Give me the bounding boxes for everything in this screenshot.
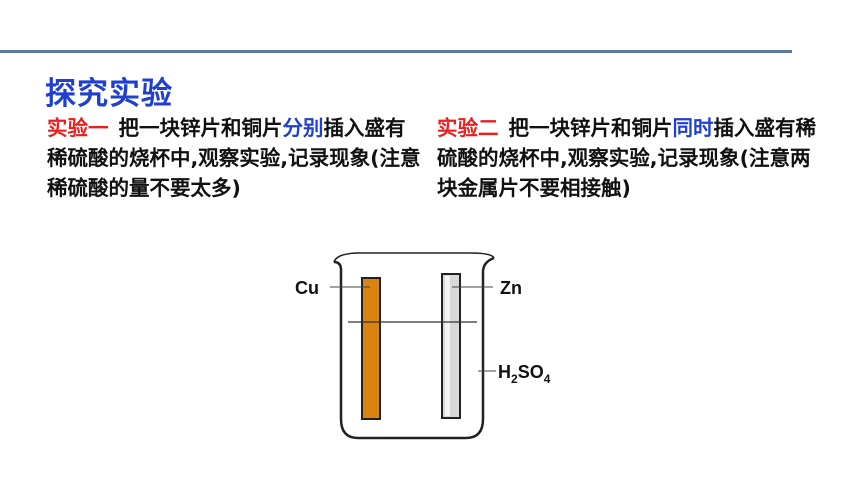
acid-h: H <box>498 362 511 382</box>
experiment-one-text: 实验一把一块锌片和铜片分别插入盛有稀硫酸的烧杯中,观察实验,记录现象(注意稀硫酸… <box>47 113 422 203</box>
zinc-label: Zn <box>500 278 522 298</box>
experiment-one-text-a: 把一块锌片和铜片 <box>118 116 283 140</box>
experiment-two-label: 实验二 <box>437 116 499 140</box>
experiment-two-text: 实验二把一块锌片和铜片同时插入盛有稀硫酸的烧杯中,观察实验,记录现象(注意两块金… <box>437 113 829 203</box>
experiment-two-highlight: 同时 <box>672 116 714 140</box>
experiment-one-label: 实验一 <box>47 116 109 140</box>
copper-label: Cu <box>295 278 319 298</box>
acid-sub-4: 4 <box>544 372 551 386</box>
zinc-electrode <box>441 273 461 419</box>
copper-electrode <box>361 277 381 420</box>
zinc-electrode-highlight <box>445 276 450 416</box>
beaker-rim <box>333 252 495 263</box>
slide-title: 探究实验 <box>45 76 173 112</box>
beaker <box>333 256 495 440</box>
experiment-one-highlight: 分别 <box>282 116 324 140</box>
acid-so: SO <box>518 362 544 382</box>
header-divider <box>0 50 792 53</box>
experiment-one-text-b: 插入盛有稀硫酸的烧杯中,观察实验,记录现象(注意稀硫酸的量不要太多) <box>47 116 421 200</box>
experiment-two-text-b: 插入盛有稀硫酸的烧杯中,观察实验,记录现象(注意两块金属片不要相接触) <box>437 116 816 200</box>
experiment-two-text-a: 把一块锌片和铜片 <box>508 116 673 140</box>
acid-label: H2SO4 <box>498 362 551 386</box>
acid-sub-2: 2 <box>511 372 518 386</box>
